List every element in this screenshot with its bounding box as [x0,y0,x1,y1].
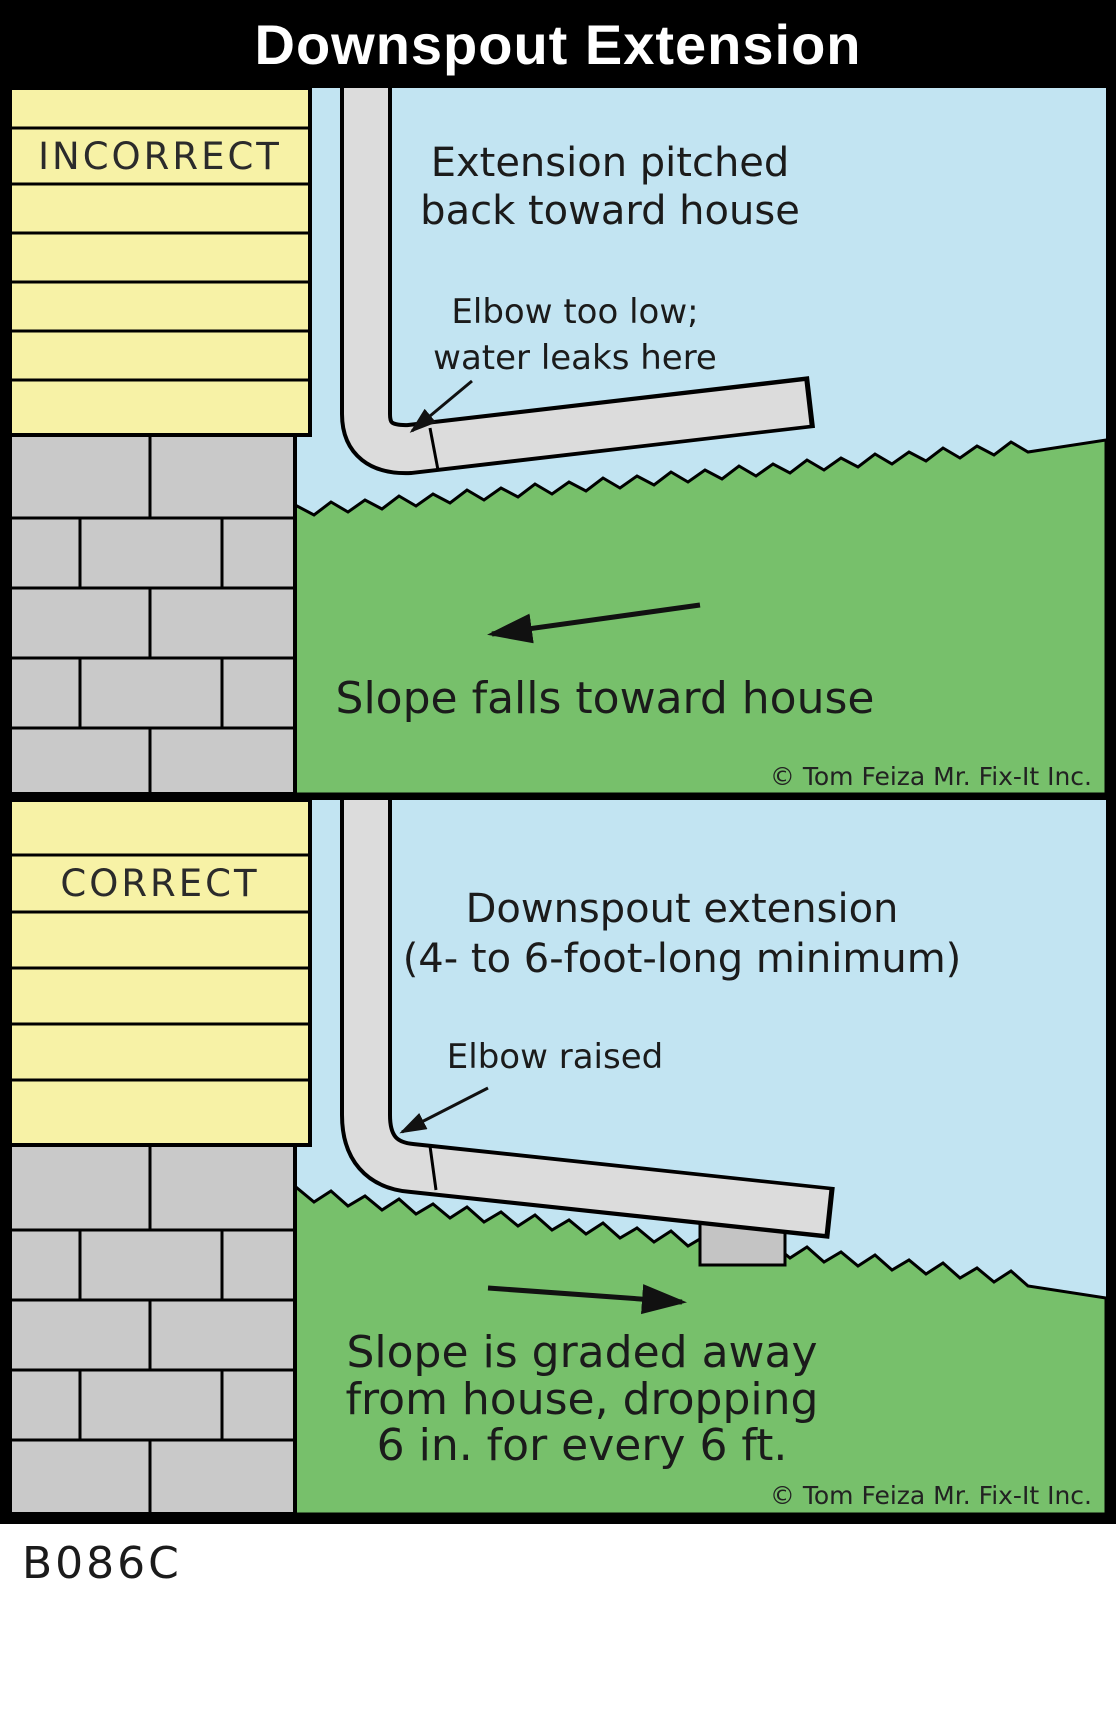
copyright-notice: © Tom Feiza Mr. Fix-It Inc. [770,762,1092,791]
brick-foundation [10,1143,297,1514]
title-bar: Downspout Extension [0,0,1116,88]
panel-incorrect-illustration: INCORRECT Extension pitched back toward … [10,88,1106,794]
copyright-notice: © Tom Feiza Mr. Fix-It Inc. [770,1481,1092,1510]
elbow-pointer-arrow-icon [399,1086,489,1134]
elbow-joint-seam [428,1145,438,1191]
elbow-note-line: water leaks here [433,338,717,378]
slope-direction-arrow-icon [487,1284,687,1315]
slope-note-line: from house, dropping [346,1374,819,1425]
bottom-strip: B086C [0,1524,1116,1732]
panel-incorrect: INCORRECT Extension pitched back toward … [10,88,1106,794]
slope-note-line: Slope is graded away [346,1327,817,1378]
incorrect-label: INCORRECT [38,135,282,178]
brick-foundation [10,433,297,794]
house-siding: CORRECT [10,800,312,1147]
house-siding: INCORRECT [10,88,312,437]
elbow-pointer-arrow-icon [409,379,473,433]
page-title: Downspout Extension [254,12,862,76]
panel-correct: CORRECT Downspout extension (4- to 6-foo… [10,800,1106,1514]
caption-line: Extension pitched [431,140,790,186]
slope-note: Slope falls toward house [336,673,875,724]
caption-line: (4- to 6-foot-long minimum) [403,936,962,982]
caption-line: back toward house [420,188,800,234]
elbow-note: Elbow raised [447,1037,663,1077]
elbow-note-line: Elbow too low; [451,292,698,332]
slope-note-line: 6 in. for every 6 ft. [377,1420,788,1471]
figure-code: B086C [22,1538,182,1589]
downspout-pipe [344,800,830,1234]
grass-slope [278,1186,1106,1514]
caption-line: Downspout extension [466,886,899,932]
correct-label: CORRECT [60,862,259,905]
slope-direction-arrow-icon [487,602,701,644]
downspout-pipe [344,88,810,472]
grass-slope [278,438,1106,794]
elbow-joint-seam [428,427,440,471]
panel-correct-illustration: CORRECT Downspout extension (4- to 6-foo… [10,800,1106,1514]
